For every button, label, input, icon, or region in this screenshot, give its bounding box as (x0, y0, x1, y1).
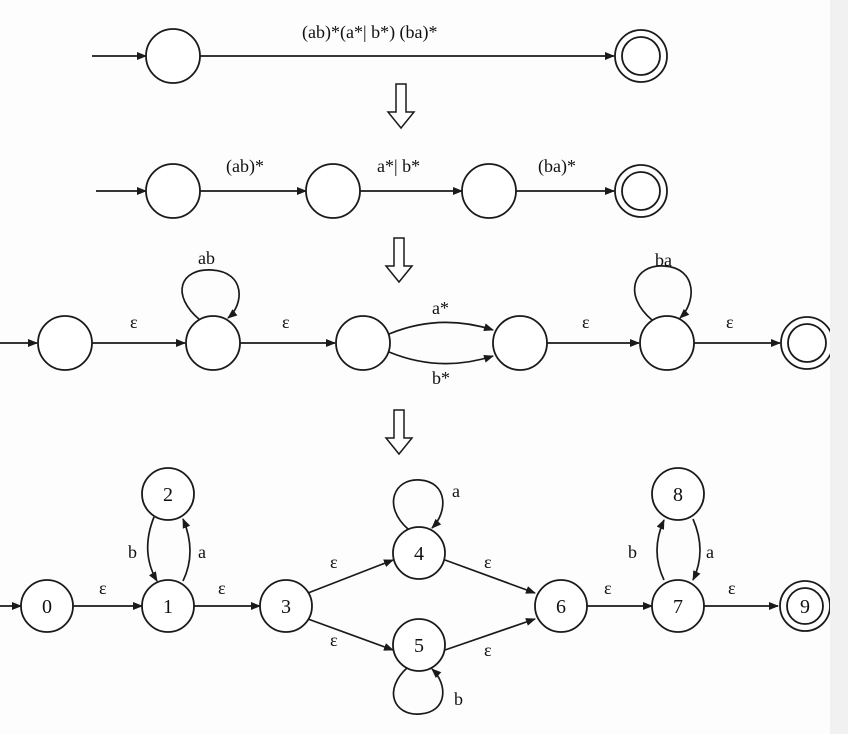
edge-4-6 (444, 559, 536, 594)
state-5-label: 5 (414, 635, 424, 657)
down-arrow-icon (384, 409, 414, 456)
label-epsilon: ε (282, 312, 290, 332)
state-1 (141, 579, 195, 633)
stage-4: 0 1 2 3 4 5 6 7 8 9 ε ε b a ε ε a b ε ε … (0, 467, 831, 715)
state-2 (141, 467, 195, 521)
self-loop-ab (181, 269, 240, 321)
self-loop-4 (392, 479, 444, 530)
state (492, 315, 548, 371)
state-3 (259, 579, 313, 633)
accept-state-inner (621, 171, 661, 211)
down-arrow-icon (384, 237, 414, 284)
label-e46: ε (484, 552, 492, 572)
state-6-label: 6 (556, 596, 566, 618)
edge-b-star (388, 351, 494, 365)
state-7-label: 7 (673, 596, 683, 618)
loop-label-ba: ba (655, 250, 672, 270)
label-e67: ε (604, 578, 612, 598)
state-2-label: 2 (163, 484, 173, 506)
state (335, 315, 391, 371)
self-loop-ba (633, 265, 692, 321)
state-4-label: 4 (414, 543, 424, 565)
state-8 (651, 467, 705, 521)
label-ba-star: (ba)* (538, 156, 576, 177)
stage-2: (ab)* a*| b* (ba)* (96, 156, 668, 219)
label-e34: ε (330, 552, 338, 572)
accept-state-inner (621, 36, 661, 76)
edge-3-4 (307, 559, 394, 594)
state-9-inner (786, 587, 824, 625)
state-3-label: 3 (281, 596, 291, 618)
label-a87: a (706, 542, 714, 562)
state-9-label: 9 (800, 596, 810, 618)
loop-label-ab: ab (198, 248, 215, 268)
label-ab-star: (ab)* (226, 156, 264, 177)
edge-a-star (388, 321, 494, 335)
label-a-or-b: a*| b* (377, 156, 420, 176)
state (639, 315, 695, 371)
label-epsilon: ε (130, 312, 138, 332)
label-epsilon: ε (726, 312, 734, 332)
state-0 (20, 579, 74, 633)
edge-1-2 (182, 518, 191, 582)
state-7 (651, 579, 705, 633)
regex-label: (ab)*(a*| b*) (ba)* (302, 22, 438, 43)
label-a44: a (452, 481, 460, 501)
edge-3-5 (307, 618, 394, 651)
edge-7-8 (656, 519, 665, 581)
label-b78: b (628, 542, 637, 562)
state-1-label: 1 (163, 596, 173, 618)
label-e13: ε (218, 578, 226, 598)
accept-state-inner (787, 323, 827, 363)
label-a-star: a* (432, 298, 449, 318)
state (145, 163, 201, 219)
label-a12: a (198, 542, 206, 562)
state-4 (392, 526, 446, 580)
self-loop-5 (392, 666, 444, 715)
state-0-label: 0 (42, 596, 52, 618)
label-b-star: b* (432, 368, 450, 388)
stage-3: ab ba ε ε a* b* ε ε (0, 248, 834, 388)
label-epsilon: ε (582, 312, 590, 332)
edge-2-1 (146, 516, 158, 582)
edge-5-6 (444, 618, 536, 651)
state (37, 315, 93, 371)
state (461, 163, 517, 219)
label-e01: ε (99, 578, 107, 598)
edge-8-7 (692, 518, 701, 581)
state-8-label: 8 (673, 484, 683, 506)
label-e35: ε (330, 630, 338, 650)
label-e56: ε (484, 640, 492, 660)
state (305, 163, 361, 219)
label-e79: ε (728, 578, 736, 598)
state (185, 315, 241, 371)
label-b21: b (128, 542, 137, 562)
state-6 (534, 579, 588, 633)
stage-1: (ab)*(a*| b*) (ba)* (92, 22, 668, 84)
label-b55: b (454, 689, 463, 709)
start-state (145, 28, 201, 84)
down-arrow-icon (386, 83, 416, 130)
state-5 (392, 618, 446, 672)
